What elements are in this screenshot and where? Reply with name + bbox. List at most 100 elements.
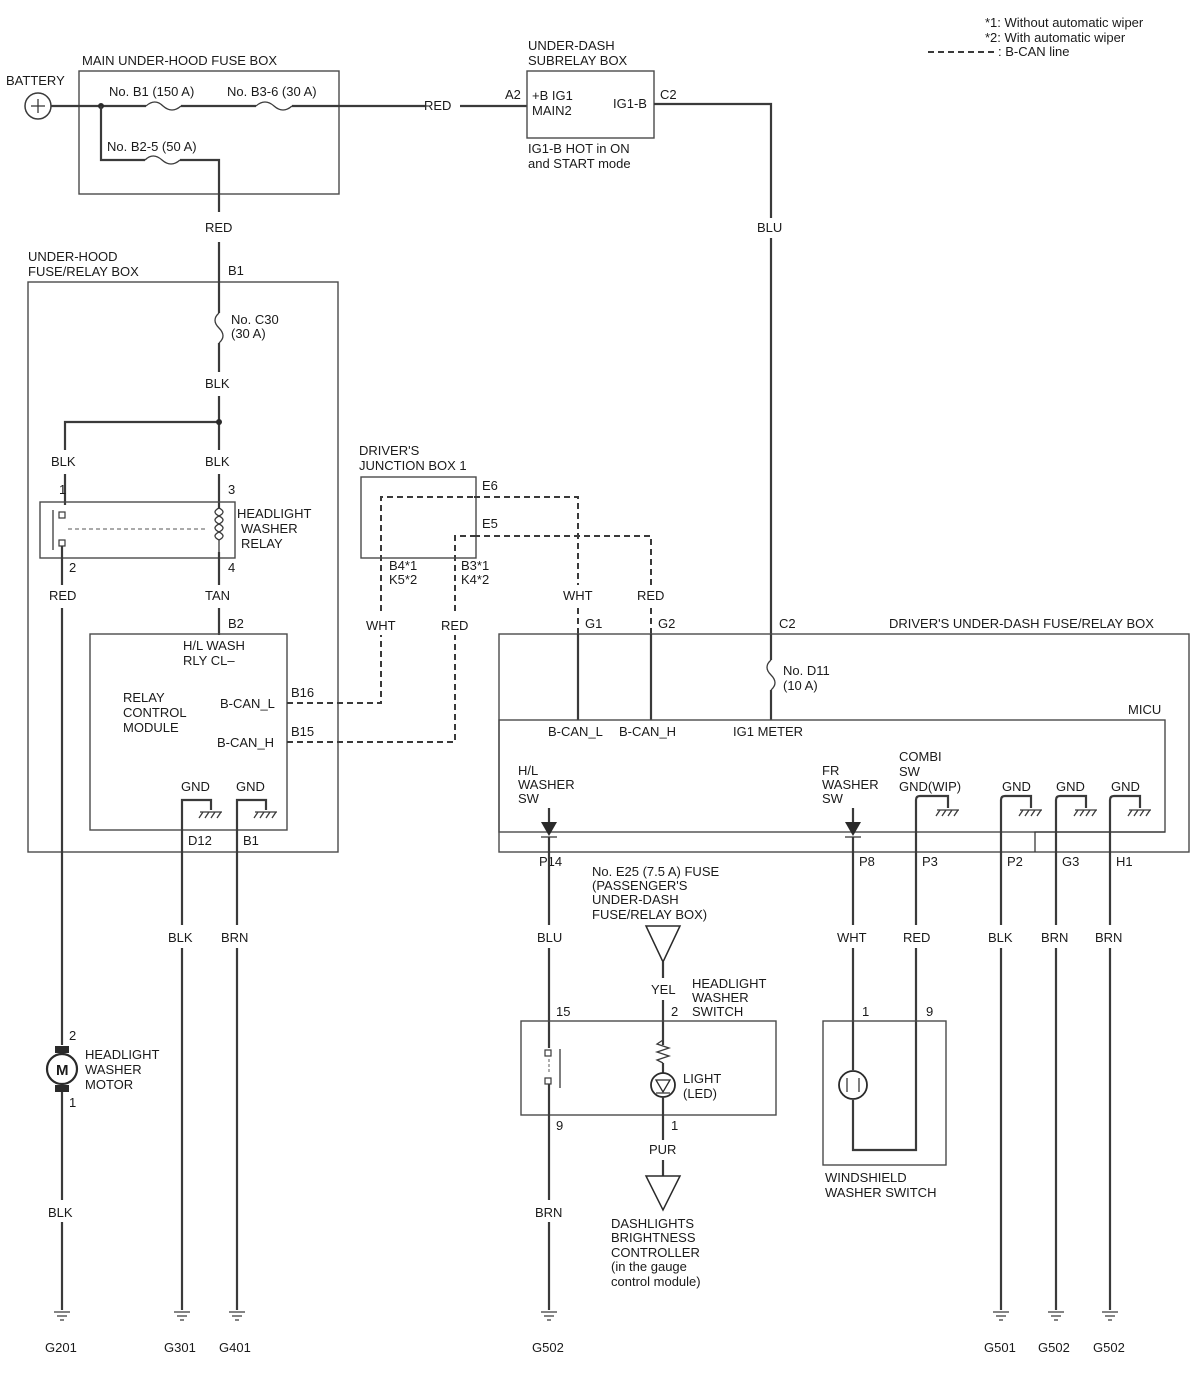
ws-switch-pin-1: 1 [862,1004,869,1019]
drivers-under-dash-fuse-relay-box: DRIVER'S UNDER-DASH FUSE/RELAY BOX G1 G2… [498,616,1190,869]
wire-yel-label: YEL [651,982,676,997]
relay-control-module-frame [89,633,288,831]
windshield-washer-switch: 1 9 WINDSHIELD WASHER SWITCH [822,1004,947,1200]
rcm-bcan-l: B-CAN_L [220,696,275,711]
subrelay-term-b-ig1: +B IG1 [532,88,573,103]
micu-gnd-2: GND [1056,779,1085,794]
fuse-e25-line-4: FUSE/RELAY BOX) [592,907,707,922]
fuse-b1-label: No. B1 (150 A) [109,84,194,99]
legend-note-2: *2: With automatic wiper [985,30,1126,45]
main-fuse-box-frame [78,70,340,195]
wire-red-r2-label: RED [49,588,76,603]
pin-g3: G3 [1062,854,1079,869]
wire-blk-d12-label: BLK [168,930,193,945]
ground-icon [541,1311,557,1321]
fuse-d11-icon [766,659,776,691]
ground-g401: G401 [219,1311,251,1355]
wire-blk-r3-label: BLK [205,454,230,469]
udash-pin-c2: C2 [779,616,796,631]
hl-switch-pin-9: 9 [556,1118,563,1133]
wire-pur-label: PUR [649,1142,676,1157]
dashlights-brightness-controller: DASHLIGHTS BRIGHTNESS CONTROLLER (in the… [611,1175,701,1289]
ground-g301-label: G301 [164,1340,196,1355]
micu-frame [498,719,1166,833]
jb1-pin-k4: K4*2 [461,572,489,587]
ground-g201-label: G201 [45,1340,77,1355]
ground-g502-a: G502 [532,1311,564,1355]
wire-blk-r1-label: BLK [51,454,76,469]
fuse-c30-label: No. C30 [231,312,279,327]
wire-red-jb-label: RED [441,618,468,633]
micu-label: MICU [1128,702,1161,717]
relay-pin-3: 3 [228,482,235,497]
motor-symbol: M [56,1062,69,1079]
hl-washer-sw-input-icon [541,808,557,852]
dash-ctrl-line-2: BRIGHTNESS [611,1230,696,1245]
wire-brn-h1-label: BRN [1095,930,1122,945]
ws-switch-frame [822,1020,947,1166]
rcm-ground-icon-1 [180,798,222,830]
ground-g502-b-label: G502 [1038,1340,1070,1355]
jb1-pin-b4: B4*1 [389,558,417,573]
ground-icon [54,1311,70,1321]
subrelay-title-1: UNDER-DASH [528,38,615,53]
fuse-e25-line-3: UNDER-DASH [592,892,679,907]
ground-g301: G301 [164,1311,196,1355]
ws-switch-name-2: WASHER SWITCH [825,1185,936,1200]
jb1-pin-e5: E5 [482,516,498,531]
pin-h1: H1 [1116,854,1133,869]
relay-pin-4: 4 [228,560,235,575]
rcm-pin-b15: B15 [291,724,314,739]
udash-title: DRIVER'S UNDER-DASH FUSE/RELAY BOX [889,616,1154,631]
rcm-gnd-1: GND [181,779,210,794]
micu-hl-sw-3: SW [518,791,540,806]
jb1-pin-e6: E6 [482,478,498,493]
micu-combi-1: COMBI [899,749,942,764]
fuse-b3-6-icon [255,101,293,111]
wire-blu-c2-label: BLU [757,220,782,235]
ground-g501: G501 [984,1311,1016,1355]
hl-switch-frame [520,1020,777,1116]
hl-switch-contact-icon [544,1049,561,1115]
dash-ctrl-line-1: DASHLIGHTS [611,1216,694,1231]
resistor-icon [654,1039,672,1073]
wire-blk-c30-label: BLK [205,376,230,391]
ground-g502-a-label: G502 [532,1340,564,1355]
led-icon [650,1072,676,1098]
relay-switch-icon [52,510,208,585]
fuse-b2-5-icon [144,155,181,165]
wire-blk-p2-label: BLK [988,930,1013,945]
fuse-b3-6-label: No. B3-6 (30 A) [227,84,317,99]
micu-ig1-meter: IG1 METER [733,724,803,739]
ground-icon [1048,1311,1064,1321]
headlight-washer-relay-frame [39,501,236,559]
rcm-pin-b1: B1 [243,833,259,848]
fuse-b1-icon [145,101,182,111]
hl-switch-name-2: WASHER [692,990,749,1005]
ground-icon [229,1311,245,1321]
micu-bcan-h: B-CAN_H [619,724,676,739]
rcm-bcan-h: B-CAN_H [217,735,274,750]
relay-coil-icon [214,507,224,552]
wire-blk-motor-label: BLK [48,1205,73,1220]
wire-red-main-label: RED [424,98,451,113]
micu-fr-sw-1: FR [822,763,839,778]
motor-icon [45,1052,79,1086]
headlight-washer-switch: HEADLIGHT WASHER SWITCH 15 2 9 1 LIGHT (… [520,976,777,1133]
fuse-b2-5-label: No. B2-5 (50 A) [107,139,197,154]
pin-p3: P3 [922,854,938,869]
rcm-name-2: CONTROL [123,705,187,720]
micu-fr-sw-3: SW [822,791,844,806]
legend-note-1: *1: Without automatic wiper [985,15,1144,30]
fuse-c30-rating: (30 A) [231,326,266,341]
battery: BATTERY [6,73,65,120]
fuse-e25-line-1: No. E25 (7.5 A) FUSE [592,864,719,879]
relay-name-3: RELAY [241,536,283,551]
wire-tan-r4-label: TAN [205,588,230,603]
motor-name-1: HEADLIGHT [85,1047,159,1062]
subrelay-title-2: SUBRELAY BOX [528,53,628,68]
ground-g201: G201 [45,1311,77,1355]
rcm-ground-icon-2 [235,798,277,830]
relay-pin-1: 1 [59,482,66,497]
